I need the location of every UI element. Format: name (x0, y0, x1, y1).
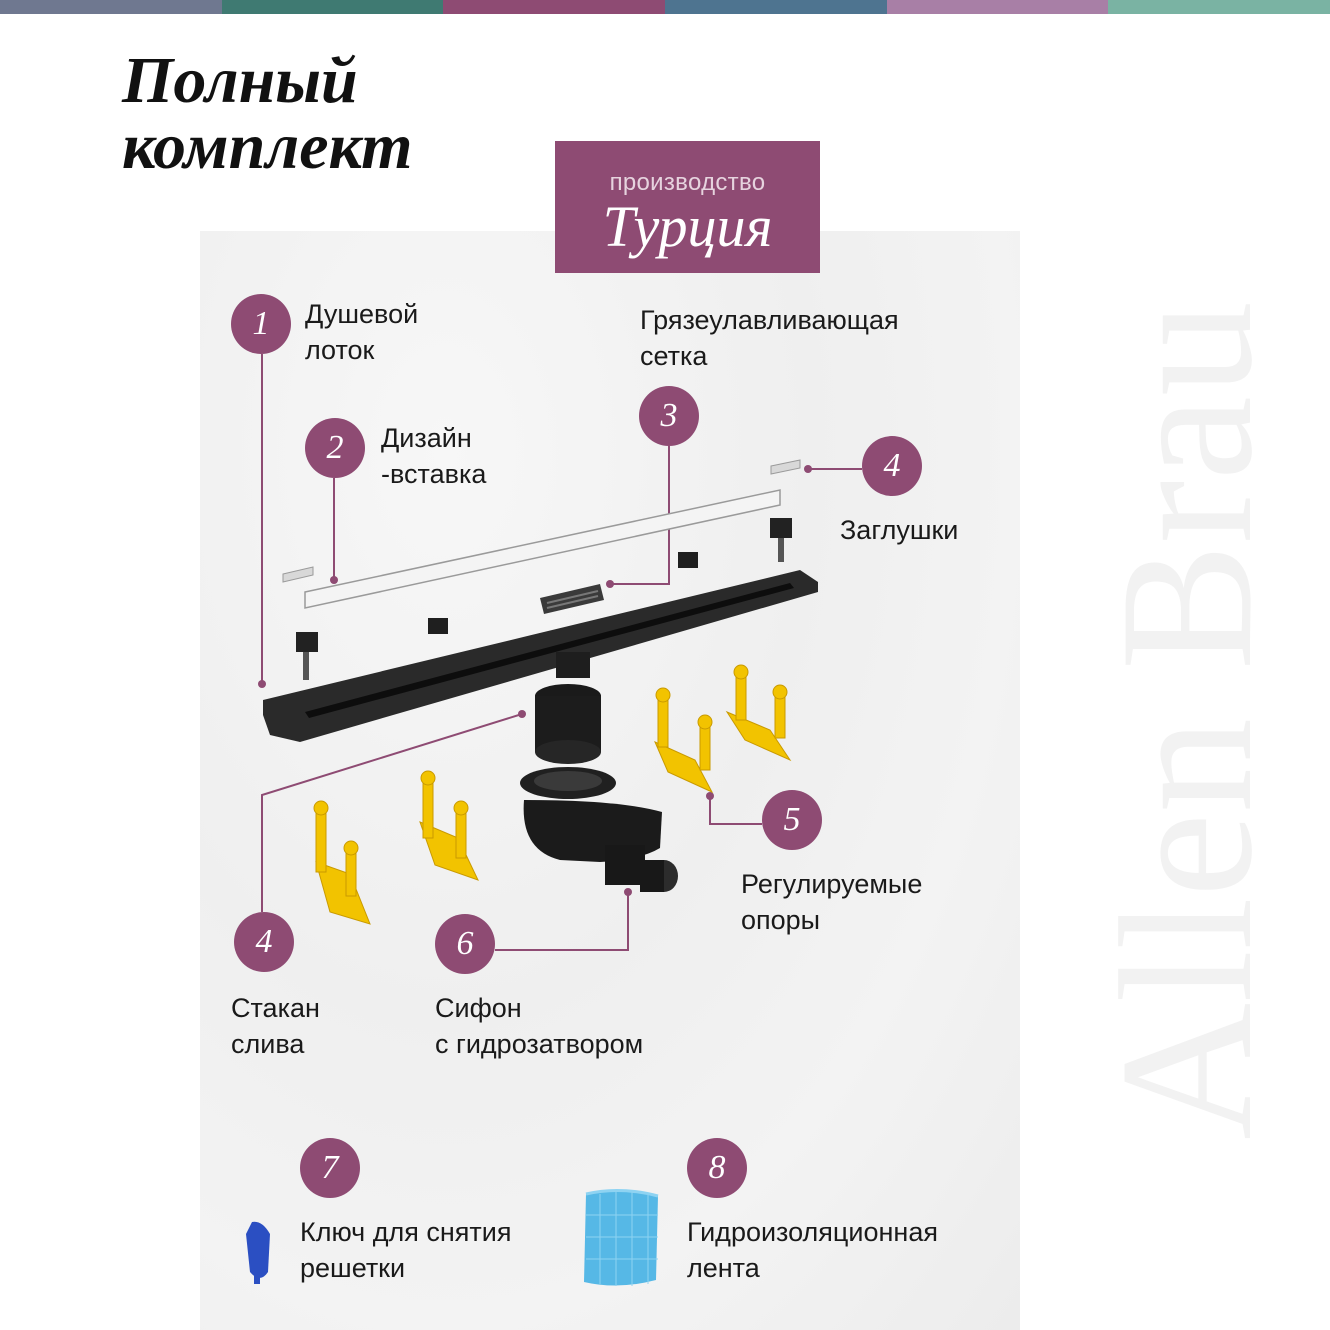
item-4-cup-label-line-1: Стакан (231, 993, 320, 1023)
item-7-number-badge: 7 (300, 1138, 360, 1198)
title-line-1: Полный (122, 44, 358, 117)
origin-badge-country: Турция (602, 194, 773, 259)
item-1-number-badge: 1 (231, 294, 291, 354)
item-4-caps-label: Заглушки (840, 512, 958, 548)
item-5-label-line-1: Регулируемые (741, 869, 923, 899)
origin-badge: производство Турция (555, 141, 820, 273)
item-3-number-badge: 3 (639, 386, 699, 446)
item-4-caps-number-badge: 4 (862, 436, 922, 496)
brand-watermark: Allen Brau (1100, 301, 1260, 1140)
bolt-right (770, 518, 792, 562)
item-5-label-line-2: опоры (741, 905, 821, 935)
dirt-mesh (540, 584, 604, 614)
item-6-number-badge: 6 (435, 914, 495, 974)
top-color-stripes (0, 0, 1330, 14)
item-8-label: Гидроизоляционная лента (687, 1214, 938, 1286)
item-8-number-badge: 8 (687, 1138, 747, 1198)
item-7-label-line-1: Ключ для снятия (300, 1217, 512, 1247)
item-2-number-badge: 2 (305, 418, 365, 478)
waterproof-tape-roll (584, 1188, 659, 1286)
item-4-cup-label-line-2: слива (231, 1029, 305, 1059)
stripe-3 (443, 0, 666, 14)
item-5-number-badge: 5 (762, 790, 822, 850)
item-6-label-line-1: Сифон (435, 993, 522, 1023)
shower-tray-slot (305, 583, 794, 718)
tray-clip-1 (428, 618, 448, 634)
stripe-4 (665, 0, 887, 14)
end-cap-left (282, 566, 314, 583)
design-insert-bar (304, 489, 781, 609)
title-line-2: комплект (122, 110, 413, 183)
item-1-label-line-1: Душевой (305, 299, 419, 329)
leader-dots (258, 465, 812, 896)
stripe-5 (886, 0, 1109, 14)
stripe-6 (1108, 0, 1330, 14)
leader-lines (261, 354, 862, 951)
page-title: Полный комплект (122, 48, 412, 180)
adjustable-supports (313, 664, 792, 925)
stripe-1 (0, 0, 222, 14)
item-3-label-line-1: Грязеулавливающая (640, 305, 899, 335)
item-6-label: Сифон с гидрозатвором (435, 990, 643, 1062)
item-8-label-line-2: лента (687, 1253, 760, 1283)
item-4-cup-number-badge: 4 (234, 912, 294, 972)
item-1-label: Душевой лоток (305, 296, 418, 368)
bolt-left (296, 632, 318, 680)
item-3-label-line-2: сетка (640, 341, 708, 371)
drain-siphon (520, 684, 678, 892)
item-7-label: Ключ для снятия решетки (300, 1214, 511, 1286)
item-4-caps-label-line-1: Заглушки (840, 515, 959, 545)
item-7-label-line-2: решетки (300, 1253, 406, 1283)
item-5-label: Регулируемые опоры (741, 866, 922, 938)
item-8-label-line-1: Гидроизоляционная (687, 1217, 938, 1247)
grate-removal-key (246, 1221, 270, 1284)
item-1-label-line-2: лоток (305, 335, 375, 365)
item-2-label-line-1: Дизайн (381, 423, 472, 453)
item-2-label-line-2: -вставка (381, 459, 487, 489)
tray-outlet (556, 652, 590, 678)
stripe-2 (221, 0, 444, 14)
end-cap-right (770, 459, 801, 475)
item-4-cup-label: Стакан слива (231, 990, 320, 1062)
item-6-label-line-2: с гидрозатвором (435, 1029, 644, 1059)
brand-watermark-text: Allen Brau (1100, 301, 1260, 1140)
item-2-label: Дизайн -вставка (381, 420, 486, 492)
origin-badge-caption: производство (609, 169, 766, 196)
tray-clip-2 (678, 552, 698, 568)
item-3-label: Грязеулавливающая сетка (640, 302, 899, 374)
